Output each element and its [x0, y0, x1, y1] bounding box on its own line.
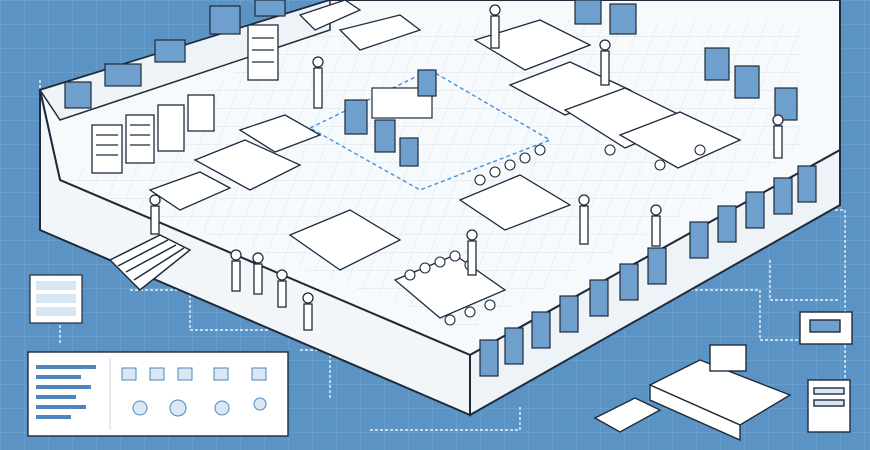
- info-panel: [27, 351, 289, 437]
- back-wall-windows: [64, 0, 798, 121]
- right-wall-windows: [479, 165, 817, 377]
- people: [149, 4, 784, 331]
- highlighted-zone: [308, 69, 552, 191]
- server-racks: [91, 24, 279, 174]
- icon-card-panel: [29, 274, 83, 324]
- entrance-stairs: [108, 234, 192, 292]
- chairs: [404, 144, 706, 326]
- workstation-detail: [593, 311, 853, 442]
